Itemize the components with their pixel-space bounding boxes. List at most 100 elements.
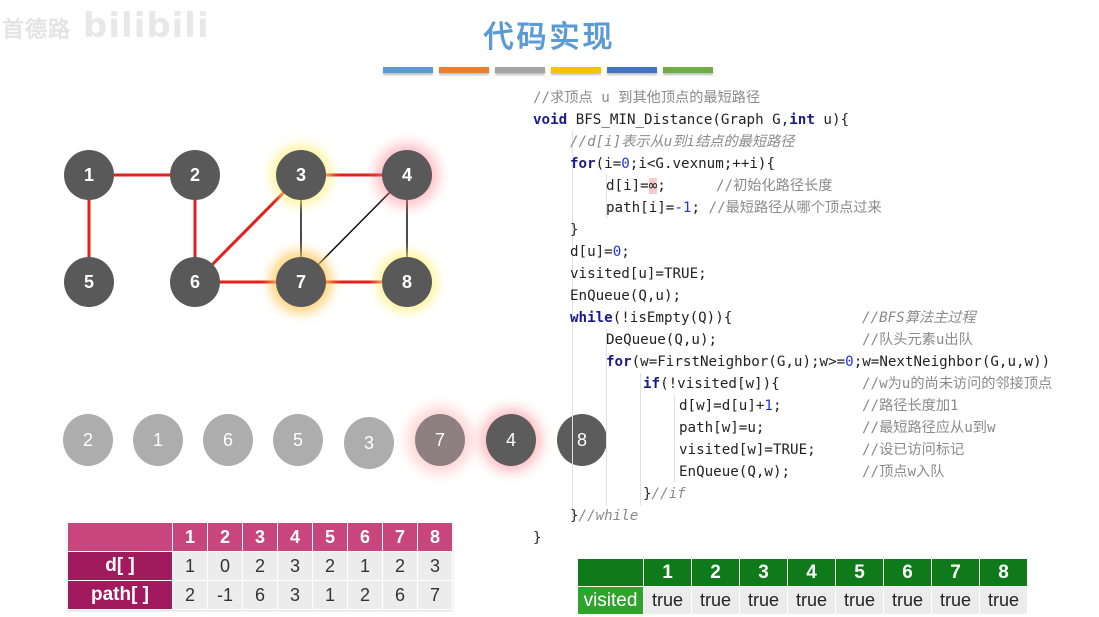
- table-header-cell: 1: [643, 558, 692, 587]
- code-text: visited[w]=TRUE;: [679, 442, 816, 458]
- table-cell: 1: [347, 551, 383, 581]
- table-cell: 7: [417, 580, 453, 610]
- row-label-path: path[ ]: [67, 580, 173, 610]
- code-line: EnQueue(Q,w); //顶点w入队: [679, 461, 944, 483]
- queue-node-5: 5: [273, 414, 323, 466]
- graph-node-7: 7: [276, 257, 326, 307]
- color-bar: [495, 67, 545, 73]
- code-keyword: void: [533, 112, 568, 128]
- code-line: while(!isEmpty(Q)){//BFS算法主过程: [570, 307, 976, 329]
- code-line: void BFS_MIN_Distance(Graph G,int u){: [533, 109, 849, 131]
- code-line: }//while: [570, 505, 638, 527]
- table-cell: 2: [172, 580, 208, 610]
- code-comment: //最短路径应从u到w: [862, 420, 996, 436]
- table-cell: 2: [312, 551, 348, 581]
- queue-node-8: 8: [557, 414, 607, 466]
- code-text: ;w=NextNeighbor(G,u,w)): [853, 354, 1051, 370]
- row-label-visited: visited: [577, 586, 644, 615]
- code-text: d[w]=d[u]+: [679, 398, 765, 414]
- graph-node-8: 8: [382, 257, 432, 307]
- code-text: ;i<G.vexnum;++i){: [629, 156, 776, 172]
- table-corner: [577, 558, 644, 587]
- table-row-d: d[ ] 1 0 2 3 2 1 2 3: [67, 551, 453, 581]
- code-text: EnQueue(Q,w);: [679, 464, 791, 480]
- code-comment: //求顶点 u 到其他顶点的最短路径: [533, 90, 761, 106]
- table-cell: true: [931, 586, 980, 615]
- page-title: 代码实现: [483, 20, 616, 55]
- table-row-path: path[ ] 2 -1 6 3 1 2 6 7: [67, 580, 453, 610]
- distance-path-table: 1 2 3 4 5 6 7 8 d[ ] 1 0 2 3 2 1 2 3 pat…: [67, 522, 453, 610]
- queue-node-4: 4: [486, 414, 536, 466]
- code-comment: //路径长度加1: [862, 398, 959, 414]
- code-text: (!visited[w]){: [660, 376, 780, 392]
- code-comment: //BFS算法主过程: [862, 310, 976, 326]
- code-text: (w=FirstNeighbor(G,u);w>=: [631, 354, 846, 370]
- code-line: d[i]=∞;//初始化路径长度: [606, 175, 832, 197]
- decorative-color-bars: [383, 67, 713, 73]
- table-cell: 2: [242, 551, 278, 581]
- table-header-cell: 6: [347, 522, 383, 552]
- table-header-cell: 3: [739, 558, 788, 587]
- color-bar: [383, 67, 433, 73]
- table-cell: 3: [417, 551, 453, 581]
- color-bar: [607, 67, 657, 73]
- table-cell: -1: [207, 580, 243, 610]
- queue-node-6: 6: [203, 414, 253, 466]
- code-text: }: [643, 486, 652, 502]
- code-keyword: for: [606, 354, 632, 370]
- code-comment: //最短路径从哪个顶点过来: [708, 200, 882, 216]
- graph-node-4: 4: [382, 150, 432, 200]
- code-text: (i=: [595, 156, 622, 172]
- code-text: path[i]=: [606, 200, 675, 216]
- graph-node-2: 2: [170, 150, 220, 200]
- table-cell: true: [787, 586, 836, 615]
- code-line: for(i=0;i<G.vexnum;++i){: [570, 153, 775, 175]
- table-header-cell: 3: [242, 522, 278, 552]
- table-header-cell: 5: [312, 522, 348, 552]
- code-text: u){: [814, 112, 850, 128]
- color-bar: [551, 67, 601, 73]
- indent-guide: [606, 175, 607, 219]
- code-line: d[u]=0;: [570, 241, 630, 263]
- graph-node-1: 1: [64, 150, 114, 200]
- table-cell: 3: [277, 551, 313, 581]
- table-cell: 2: [347, 580, 383, 610]
- code-line: DeQueue(Q,u);//队头元素u出队: [606, 329, 973, 351]
- table-header-cell: 4: [787, 558, 836, 587]
- table-header-row: 1 2 3 4 5 6 7 8: [577, 558, 1028, 587]
- graph-node-6: 6: [170, 257, 220, 307]
- graph-node-3: 3: [276, 150, 326, 200]
- code-keyword: if: [643, 376, 661, 392]
- table-cell: true: [643, 586, 692, 615]
- table-cell: 3: [277, 580, 313, 610]
- table-header-cell: 6: [883, 558, 932, 587]
- code-number: 1: [764, 398, 773, 414]
- table-cell: true: [979, 586, 1028, 615]
- code-number: 0: [845, 354, 854, 370]
- table-cell: true: [739, 586, 788, 615]
- code-text: EnQueue(Q,u);: [570, 288, 682, 304]
- code-line: for(w=FirstNeighbor(G,u);w>=0;w=NextNeig…: [606, 351, 1050, 373]
- code-number: 0: [612, 244, 622, 260]
- code-text: ;: [772, 398, 782, 414]
- code-text: path[w]=u;: [679, 420, 765, 436]
- code-text: }: [533, 530, 542, 546]
- code-line: //d[i]表示从u到i结点的最短路径: [570, 131, 794, 153]
- code-line: }: [533, 527, 542, 549]
- table-header-cell: 5: [835, 558, 884, 587]
- indent-guide: [640, 373, 641, 505]
- code-keyword: int: [789, 112, 815, 128]
- code-line: if(!visited[w]){//w为u的尚未访问的邻接顶点: [643, 373, 1052, 395]
- queue-node-3: 3: [344, 417, 394, 469]
- table-header-cell: 7: [382, 522, 418, 552]
- table-header-cell: 1: [172, 522, 208, 552]
- code-comment: //初始化路径长度: [716, 178, 833, 194]
- code-line: visited[u]=TRUE;: [570, 263, 707, 285]
- code-number: -1: [674, 200, 692, 216]
- code-comment: //顶点w入队: [862, 464, 945, 480]
- queue-node-7: 7: [415, 414, 465, 466]
- code-text: ;: [657, 178, 666, 194]
- code-text: }: [570, 508, 579, 524]
